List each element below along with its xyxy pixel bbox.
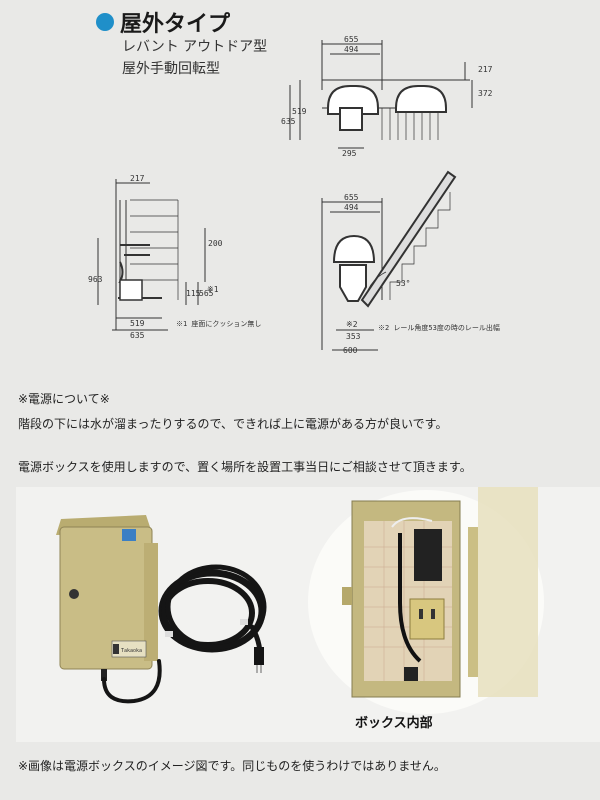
model-name: レバント アウトドア型 <box>122 39 268 55</box>
top-dim-295: 295 <box>342 149 357 158</box>
power-box-interior <box>342 500 478 698</box>
brand-label: Takaoka <box>121 648 142 654</box>
front-footnote: ※2 レール角度53度の時のレール出幅 <box>378 323 500 332</box>
side-footnote: ※1 座面にクッション無し <box>176 319 261 328</box>
top-dim-519: 519 <box>292 107 307 116</box>
model-type: 屋外手動回転型 <box>122 61 220 77</box>
side-dim-963: 963 <box>88 275 103 284</box>
top-dim-494: 494 <box>344 45 359 54</box>
bullet-icon <box>96 13 114 31</box>
front-view-diagram <box>321 170 457 351</box>
power-note-2: 電源ボックスを使用しますので、置く場所を設置工事当日にご相談させて頂きます。 <box>18 460 472 474</box>
top-dim-372: 372 <box>478 89 493 98</box>
front-angle-53: 53° <box>396 279 410 288</box>
power-note-1: 階段の下には水が溜まったりするので、できれば上に電源がある方が良いです。 <box>18 417 448 431</box>
front-mark-2: ※2 <box>346 320 358 329</box>
box-interior-caption: ボックス内部 <box>355 716 433 731</box>
technical-drawings: 655 494 217 372 635 519 295 217 963 200 … <box>88 35 500 355</box>
side-view-diagram <box>97 179 206 331</box>
front-dim-353: 353 <box>346 332 361 341</box>
section-title-row: 屋外タイプ <box>96 6 230 38</box>
power-box-exterior: Takaoka <box>56 515 158 681</box>
top-dim-635: 635 <box>281 117 296 126</box>
page-title: 屋外タイプ <box>120 12 231 37</box>
side-dim-565: 565 <box>199 289 214 298</box>
side-dim-635: 635 <box>130 331 145 340</box>
power-box-photo: Takaoka <box>16 487 600 742</box>
front-dim-600: 600 <box>343 346 358 355</box>
power-heading: ※電源について※ <box>18 392 110 406</box>
side-dim-217: 217 <box>130 174 145 183</box>
side-mark-1: ※1 <box>207 285 219 294</box>
front-dim-655: 655 <box>344 193 359 202</box>
top-dim-655: 655 <box>344 35 359 44</box>
side-dim-115: 115 <box>186 289 201 298</box>
top-dim-217: 217 <box>478 65 493 74</box>
power-cable <box>102 564 267 704</box>
top-view-diagram <box>289 40 473 149</box>
side-dim-519: 519 <box>130 319 145 328</box>
side-dim-200: 200 <box>208 239 223 248</box>
front-dim-494: 494 <box>344 203 359 212</box>
disclaimer-note: ※画像は電源ボックスのイメージ図です。同じものを使うわけではありません。 <box>18 759 446 773</box>
